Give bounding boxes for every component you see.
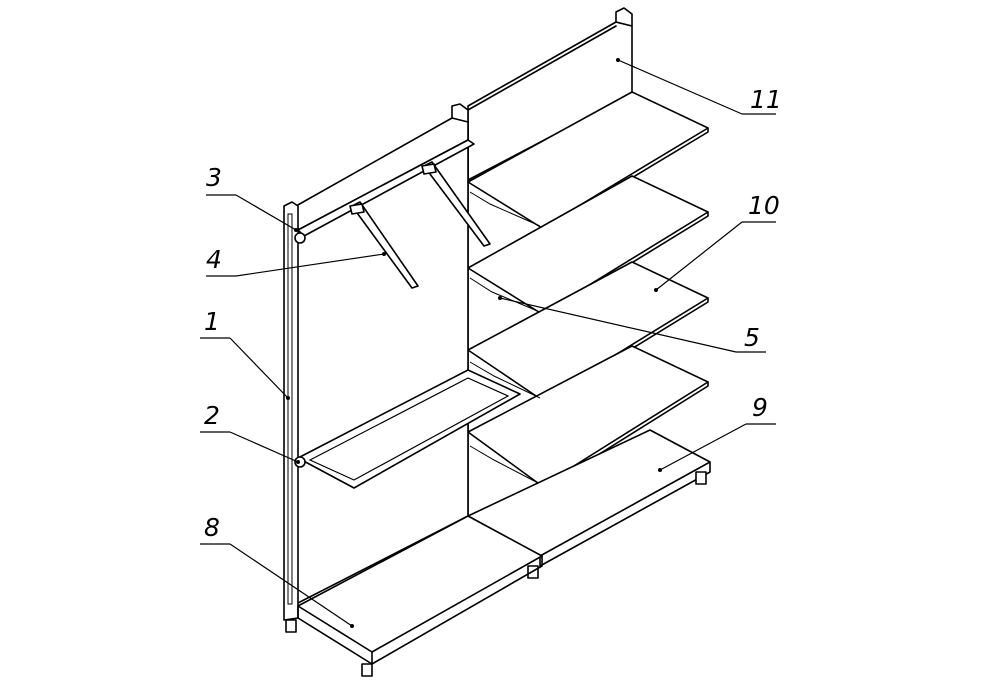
callout-8: 8 bbox=[200, 513, 354, 628]
callout-label-5: 5 bbox=[744, 323, 760, 352]
sloped-arms bbox=[349, 161, 491, 289]
callout-10: 10 bbox=[654, 191, 780, 292]
left-upright bbox=[283, 201, 299, 621]
callout-label-11: 11 bbox=[750, 85, 782, 114]
foot-right-1 bbox=[695, 471, 707, 485]
rail-bracket-upper bbox=[294, 232, 306, 244]
lower-hanger-frame bbox=[294, 369, 521, 489]
left-section bbox=[283, 103, 543, 677]
callout-11: 11 bbox=[616, 58, 782, 115]
foot-left-2 bbox=[361, 663, 373, 677]
callout-label-4: 4 bbox=[206, 245, 222, 274]
callout-label-9: 9 bbox=[752, 393, 768, 422]
callout-5: 5 bbox=[498, 296, 766, 353]
right-section bbox=[467, 7, 711, 579]
callout-label-10: 10 bbox=[748, 191, 780, 220]
callout-9: 9 bbox=[658, 393, 776, 472]
callout-3: 3 bbox=[206, 163, 298, 232]
foot-left-1 bbox=[285, 619, 297, 633]
right-post-top bbox=[615, 7, 633, 27]
callout-label-3: 3 bbox=[206, 163, 222, 192]
callout-label-2: 2 bbox=[204, 401, 220, 430]
callout-label-8: 8 bbox=[204, 513, 220, 542]
callout-1: 1 bbox=[200, 307, 290, 400]
callout-4: 4 bbox=[206, 245, 386, 277]
upright-slots bbox=[287, 213, 293, 605]
callout-label-1: 1 bbox=[204, 307, 220, 336]
callout-2: 2 bbox=[200, 401, 300, 464]
shelf-brackets-right bbox=[469, 191, 541, 485]
callouts: 3 4 1 2 8 11 bbox=[200, 58, 782, 628]
